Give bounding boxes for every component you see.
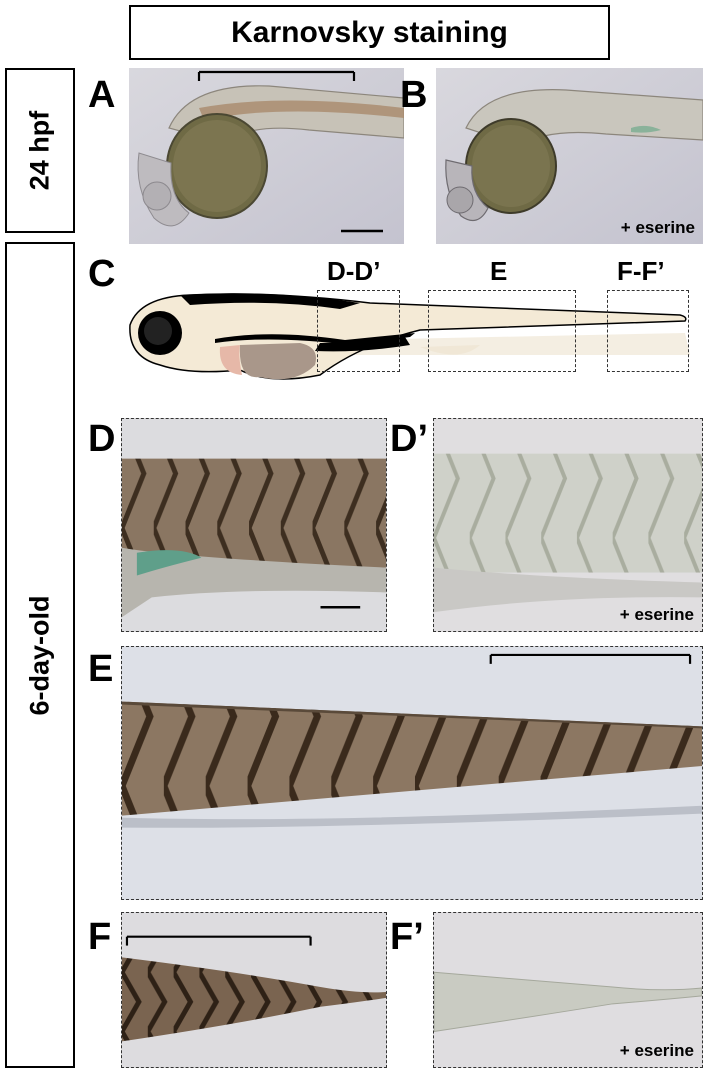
panel-d-image bbox=[121, 418, 387, 632]
panel-letter-c: C bbox=[88, 253, 116, 295]
panel-d-tissue bbox=[122, 419, 386, 631]
panel-b-image: + eserine bbox=[436, 68, 703, 244]
panel-letter-d2: D’ bbox=[390, 418, 428, 460]
panel-letter-a: A bbox=[88, 74, 116, 116]
panel-d2-image: + eserine bbox=[433, 418, 703, 632]
panel-f2-image: + eserine bbox=[433, 912, 703, 1068]
row-label-6day-box: 6-day-old bbox=[5, 242, 75, 1068]
region-box-ff bbox=[607, 290, 689, 372]
panel-letter-e: E bbox=[88, 648, 114, 690]
panel-c-diagram bbox=[120, 285, 700, 390]
panel-e-image bbox=[121, 646, 703, 900]
panel-letter-f2: F’ bbox=[390, 916, 424, 958]
panel-b-embryo bbox=[436, 68, 703, 244]
panel-d2-tissue bbox=[434, 419, 702, 631]
region-label-dd: D-D’ bbox=[327, 256, 381, 286]
panel-f-tissue bbox=[122, 913, 386, 1067]
panel-letter-d: D bbox=[88, 418, 116, 460]
region-label-e: E bbox=[490, 256, 508, 286]
panel-letter-b: B bbox=[400, 74, 428, 116]
panel-e-tissue bbox=[122, 647, 702, 899]
panel-a-embryo bbox=[129, 68, 404, 244]
panel-a-image bbox=[129, 68, 404, 244]
region-box-e bbox=[428, 290, 576, 372]
panel-letter-f: F bbox=[88, 916, 112, 958]
larva-diagram bbox=[129, 293, 690, 380]
region-box-dd bbox=[317, 290, 400, 372]
region-label-ff: F-F’ bbox=[617, 256, 665, 286]
panel-f-image bbox=[121, 912, 387, 1068]
panel-f2-eserine-label: + eserine bbox=[619, 1041, 694, 1060]
row-label-24hpf-box: 24 hpf bbox=[5, 68, 75, 233]
figure-title: Karnovsky staining bbox=[129, 5, 610, 60]
row-label-24hpf: 24 hpf bbox=[24, 110, 55, 191]
row-label-6day: 6-day-old bbox=[24, 594, 55, 716]
panel-b-eserine-label: + eserine bbox=[620, 218, 695, 237]
panel-f2-tissue bbox=[434, 913, 702, 1067]
panel-d2-eserine-label: + eserine bbox=[619, 605, 694, 624]
